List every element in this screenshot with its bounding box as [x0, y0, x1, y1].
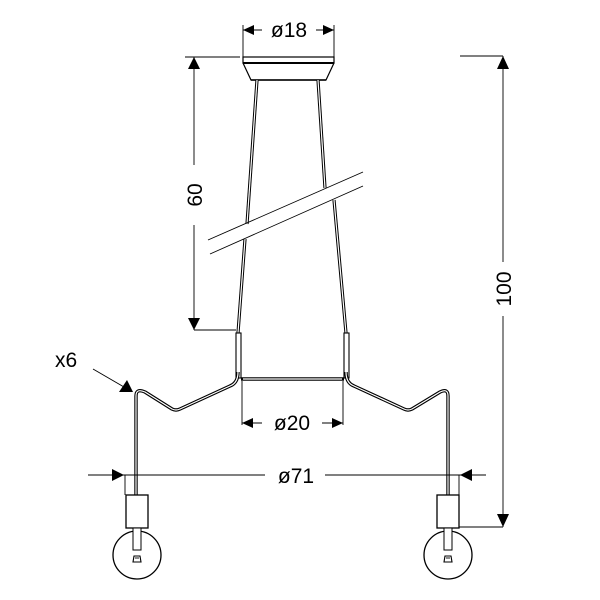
- arrow-left-icon: [242, 418, 253, 428]
- frame-diameter-label: ø20: [274, 412, 310, 435]
- arm-count-label: x6: [55, 349, 77, 372]
- suspension-cables: [236, 79, 348, 334]
- cable-height-label: 60: [184, 183, 207, 206]
- center-frame: [235, 332, 350, 381]
- cable-height-dimension: 60: [184, 56, 240, 331]
- callout-arrow-icon: [119, 380, 133, 392]
- arrow-right-icon: [112, 469, 124, 481]
- break-lines: [207, 171, 364, 255]
- arrow-down-icon: [497, 514, 509, 527]
- canopy-diameter-label: ø18: [271, 19, 307, 42]
- arrow-left-icon: [243, 25, 254, 35]
- right-bulb: [423, 494, 473, 580]
- frame-diameter-dimension: ø20: [241, 381, 344, 435]
- lamp-arms: [134, 371, 450, 495]
- arrow-right-icon: [332, 418, 343, 428]
- arrow-up-icon: [188, 57, 200, 69]
- total-height-dimension: 100: [459, 55, 516, 528]
- overall-diameter-dimension: ø71: [88, 465, 486, 495]
- overall-diameter-label: ø71: [278, 465, 314, 488]
- arrow-right-icon: [323, 25, 334, 35]
- left-bulb: [112, 494, 162, 580]
- total-height-label: 100: [493, 271, 516, 306]
- arrow-left-icon: [460, 469, 472, 481]
- canopy-diameter-dimension: ø18: [242, 19, 335, 57]
- arrow-up-icon: [497, 56, 509, 69]
- arm-count-callout: x6: [55, 349, 133, 392]
- arrow-down-icon: [188, 318, 200, 330]
- ceiling-canopy: [242, 56, 335, 81]
